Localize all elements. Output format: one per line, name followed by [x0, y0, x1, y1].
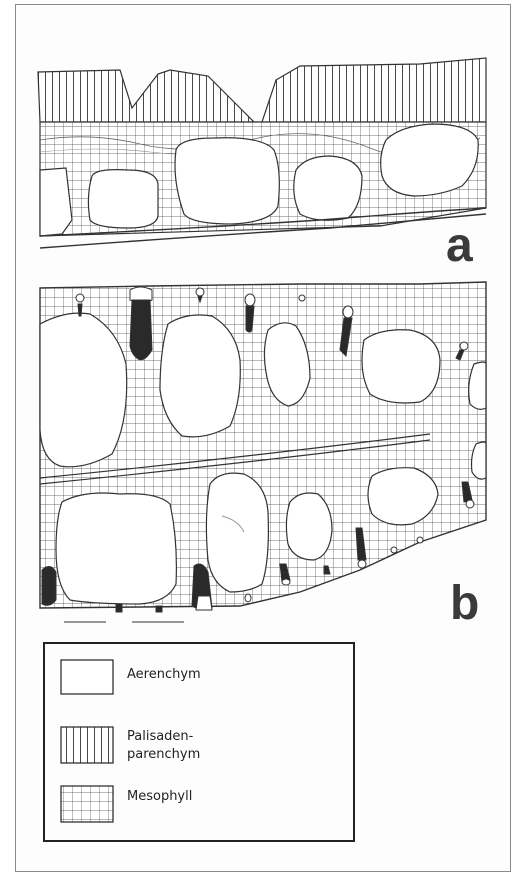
aerenchym-cell: [286, 493, 332, 560]
panel-b: [40, 282, 486, 622]
aerenchym-cell: [381, 124, 479, 196]
aerenchym-cell: [160, 315, 240, 437]
aerenchym-cell: [56, 493, 176, 604]
legend-label-palisaden: Palisaden- parenchym: [127, 728, 257, 764]
legend-box: Aerenchym Palisaden- parenchym Mesophyll: [43, 642, 355, 842]
panel-a: [38, 58, 486, 248]
aerenchym-cell: [40, 168, 72, 236]
legend-label-mesophyll: Mesophyll: [127, 788, 192, 806]
aerenchym-cell: [40, 313, 127, 467]
palisade-layer-a: [38, 58, 486, 128]
aerenchym-cell: [88, 170, 158, 228]
panel-label-a: a: [446, 222, 473, 270]
aerenchym-cell: [175, 138, 279, 224]
panel-label-b: b: [450, 580, 479, 628]
legend-label-aerenchym: Aerenchym: [127, 666, 201, 684]
aerenchym-cell: [362, 330, 440, 403]
aerenchym-cell: [206, 473, 268, 592]
aerenchym-cell: [294, 156, 362, 220]
